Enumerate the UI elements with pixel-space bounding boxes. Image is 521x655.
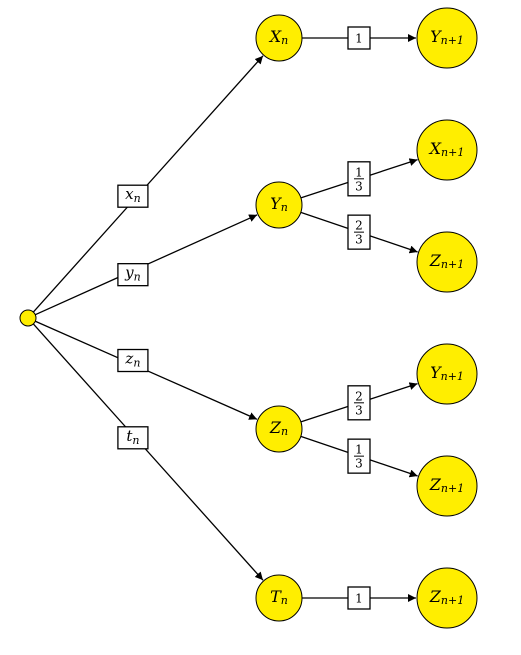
node-zn-label: Zn <box>269 418 288 439</box>
node-zn1-2-label: Zn+1 <box>429 251 464 272</box>
svg-text:tn: tn <box>126 427 139 447</box>
prob-label-2: 23 <box>347 214 371 250</box>
edge-root-x <box>32 55 264 313</box>
edge-root-t <box>32 323 264 581</box>
edges <box>32 34 418 602</box>
node-zn1-2: Zn+1 <box>416 231 478 293</box>
edge-label-zn: zn <box>117 348 149 373</box>
svg-text:1: 1 <box>355 32 363 46</box>
node-yn: Yn <box>255 181 303 229</box>
svg-text:3: 3 <box>355 457 363 471</box>
prob-label-1: 13 <box>347 161 371 197</box>
prob-label-3: 23 <box>347 385 371 421</box>
node-yn1-3: Yn+1 <box>416 343 478 405</box>
node-zn1-4-label: Zn+1 <box>429 475 464 496</box>
node-xn-label: Xn <box>268 27 288 48</box>
svg-text:2: 2 <box>355 219 363 233</box>
svg-text:3: 3 <box>355 403 363 417</box>
node-yn1-0-label: Yn+1 <box>430 27 464 48</box>
node-tn-label: Tn <box>270 587 288 608</box>
svg-text:1: 1 <box>355 443 363 457</box>
node-xn1-1-label: Xn+1 <box>428 139 465 160</box>
node-zn: Zn <box>255 405 303 453</box>
svg-text:3: 3 <box>355 179 363 193</box>
edge-label-xn: xn <box>117 184 149 208</box>
edge-label-yn: yn <box>117 263 149 287</box>
edge-label-tn: tn <box>117 426 149 450</box>
prob-label-0: 1 <box>347 26 371 50</box>
svg-text:2: 2 <box>355 389 363 403</box>
prob-label-4: 13 <box>347 438 371 474</box>
svg-text:1: 1 <box>355 165 363 179</box>
root-node <box>19 309 37 327</box>
node-yn1-0: Yn+1 <box>416 7 478 69</box>
svg-text:xn: xn <box>125 185 141 205</box>
node-xn1-1: Xn+1 <box>416 119 478 181</box>
node-zn1-4: Zn+1 <box>416 455 478 517</box>
node-xn: Xn <box>255 14 303 62</box>
svg-text:1: 1 <box>355 592 363 606</box>
node-zn1-5-label: Zn+1 <box>429 587 464 608</box>
node-tn: Tn <box>255 574 303 622</box>
svg-text:zn: zn <box>124 350 140 370</box>
svg-text:3: 3 <box>355 233 363 247</box>
node-zn1-5: Zn+1 <box>416 567 478 629</box>
svg-text:yn: yn <box>124 264 141 284</box>
node-yn1-3-label: Yn+1 <box>430 363 464 384</box>
node-yn-label: Yn <box>270 194 288 215</box>
prob-label-5: 1 <box>347 586 371 610</box>
